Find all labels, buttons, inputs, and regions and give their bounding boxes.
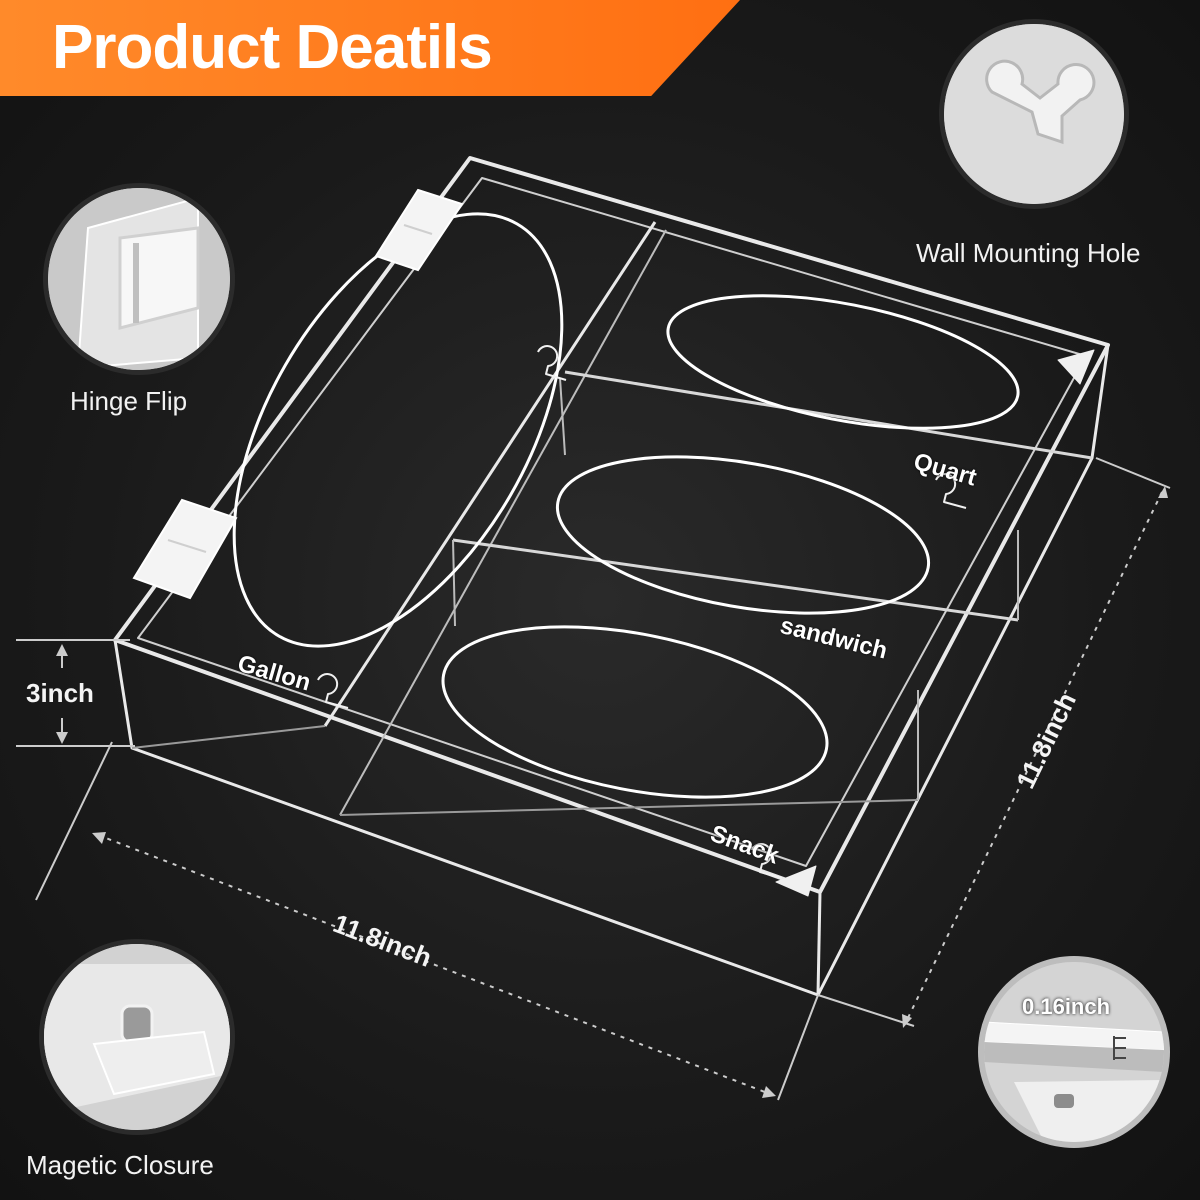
wall-mount-hole-icon: [944, 24, 1124, 204]
magnetic-detail-circle: [44, 944, 230, 1130]
hinge-bottom: [132, 498, 238, 600]
hinge-detail-circle: [48, 188, 230, 370]
page-title: Product Deatils: [52, 13, 493, 82]
wall-mounting-hole-label: Wall Mounting Hole: [916, 238, 1141, 268]
thickness-label: 0.16inch: [1022, 994, 1111, 1019]
height-dimension-label: 3inch: [26, 678, 94, 708]
wall-mount-detail-circle: [944, 24, 1124, 204]
thickness-detail-circle: [984, 962, 1164, 1142]
magnet-icon: [44, 944, 230, 1130]
magnetic-closure-label: Magetic Closure: [26, 1150, 214, 1180]
hinge-top: [374, 188, 464, 272]
hinge-flip-label: Hinge Flip: [70, 386, 188, 416]
title-banner: [0, 0, 740, 96]
hinge-icon: [48, 188, 230, 370]
thickness-icon: [984, 962, 1164, 1142]
